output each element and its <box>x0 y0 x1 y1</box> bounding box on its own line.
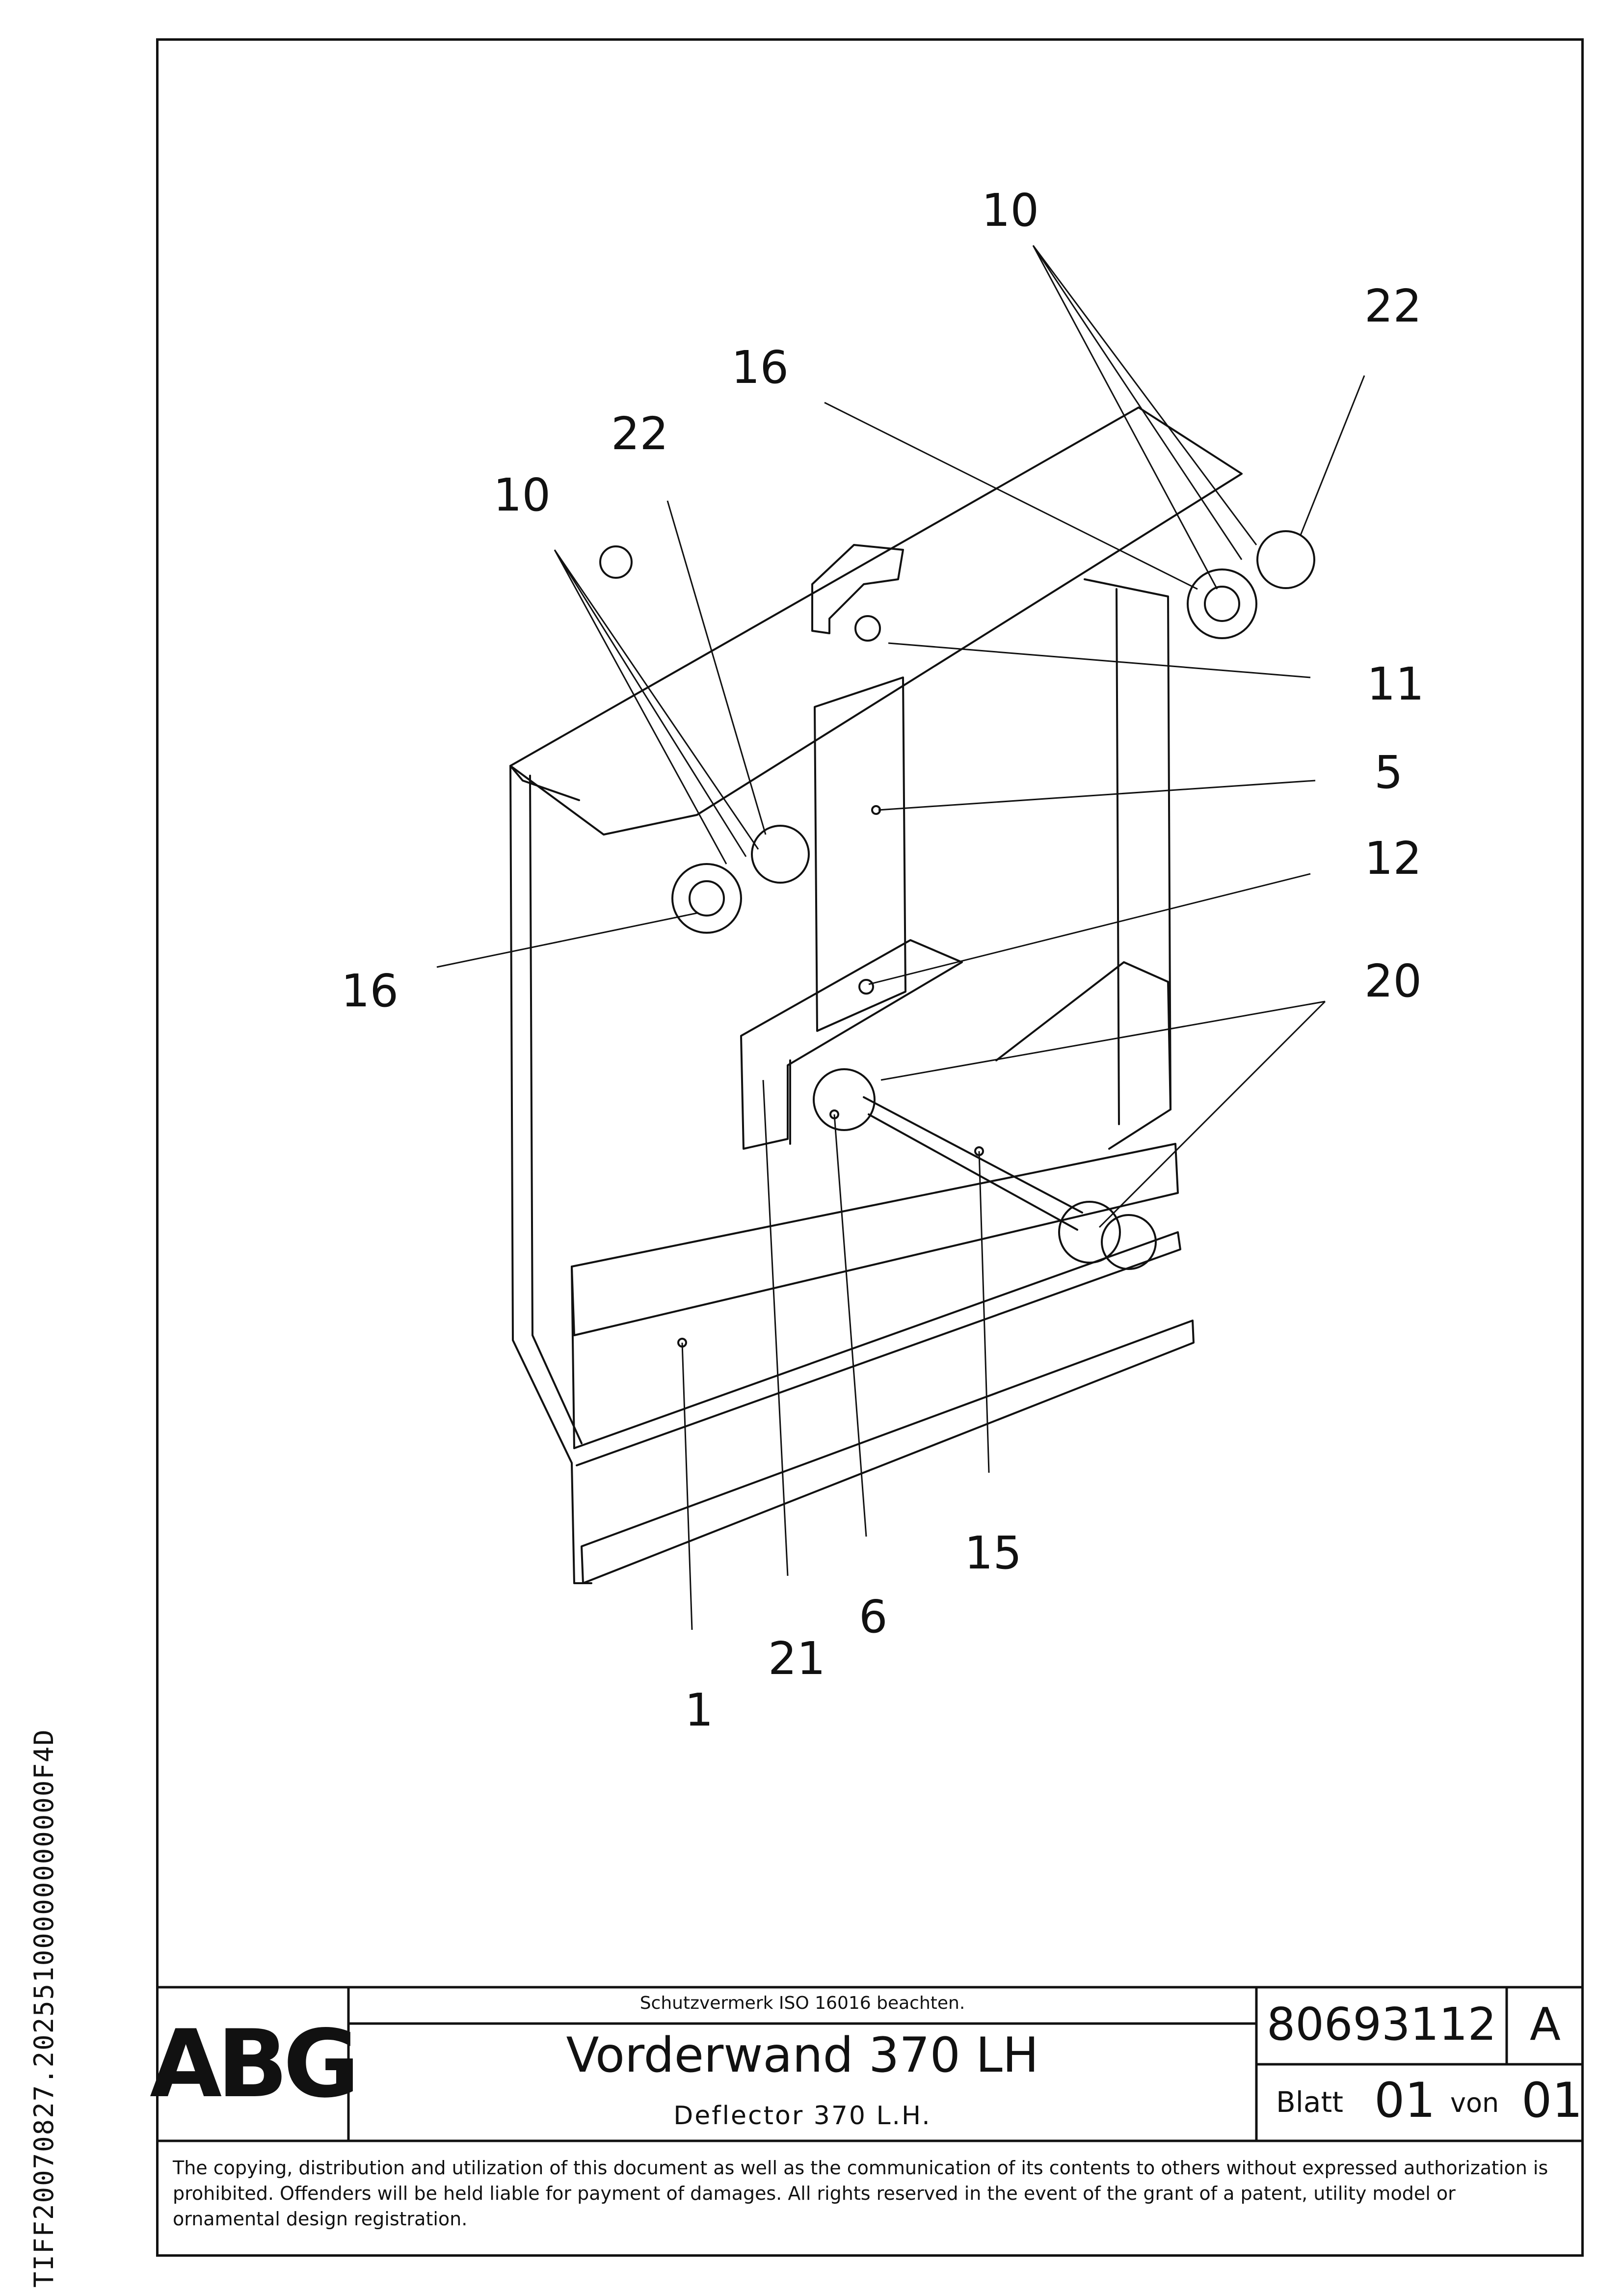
callout-5: 5 <box>1374 746 1403 799</box>
bolt-lower-right <box>1058 1201 1121 1264</box>
sheet-total: 01 <box>1521 2073 1583 2129</box>
drawing-number: 80693112 <box>1266 1998 1497 2051</box>
callout-10a: 10 <box>982 184 1039 237</box>
bottom-plate <box>571 1143 1179 1336</box>
callout-15: 15 <box>964 1527 1022 1579</box>
callout-22b: 22 <box>611 407 668 460</box>
callout-6: 6 <box>859 1591 888 1643</box>
callout-20: 20 <box>1364 955 1422 1007</box>
bolt-left-a <box>671 863 742 934</box>
callout-16b: 16 <box>341 965 399 1017</box>
callout-1: 1 <box>685 1684 714 1736</box>
protection-note: Schutzvermerk ISO 16016 beachten. <box>639 1993 965 2013</box>
callout-22a: 22 <box>1364 280 1422 332</box>
callout-12: 12 <box>1364 832 1422 885</box>
revision: A <box>1530 1998 1561 2051</box>
sheet-label: Blatt <box>1276 2085 1343 2119</box>
handle <box>811 544 904 634</box>
drawing-title: Vorderwand 370 LH <box>566 2027 1039 2083</box>
bolt-left-b <box>751 825 810 884</box>
abg-logo: ABG <box>150 2010 360 2118</box>
drawing-subtitle: Deflector 370 L.H. <box>673 2101 931 2131</box>
vertical-beam <box>814 676 906 1032</box>
top-plate <box>509 406 1243 836</box>
callout-21: 21 <box>768 1632 825 1685</box>
bolt-top-right-b <box>1256 530 1315 589</box>
callout-10b: 10 <box>493 469 551 521</box>
sheet-of-label: von <box>1450 2087 1499 2118</box>
side-code: TIFF20070827.20255100000000000F4D <box>28 1729 59 2288</box>
callout-11: 11 <box>1367 658 1424 710</box>
side-block <box>995 961 1171 1150</box>
right-wall <box>1084 578 1171 1110</box>
left-wall <box>509 765 592 1584</box>
drawing-frame <box>156 38 1584 2257</box>
bracket <box>740 939 963 1150</box>
callout-16a: 16 <box>731 341 789 394</box>
bolt-lower-left <box>813 1068 876 1131</box>
sheet-number: 01 <box>1374 2073 1436 2129</box>
copyright-notice: The copying, distribution and utilizatio… <box>173 2157 1548 2230</box>
bolt-top-right-a <box>1187 568 1257 639</box>
rod <box>863 1096 1083 1231</box>
